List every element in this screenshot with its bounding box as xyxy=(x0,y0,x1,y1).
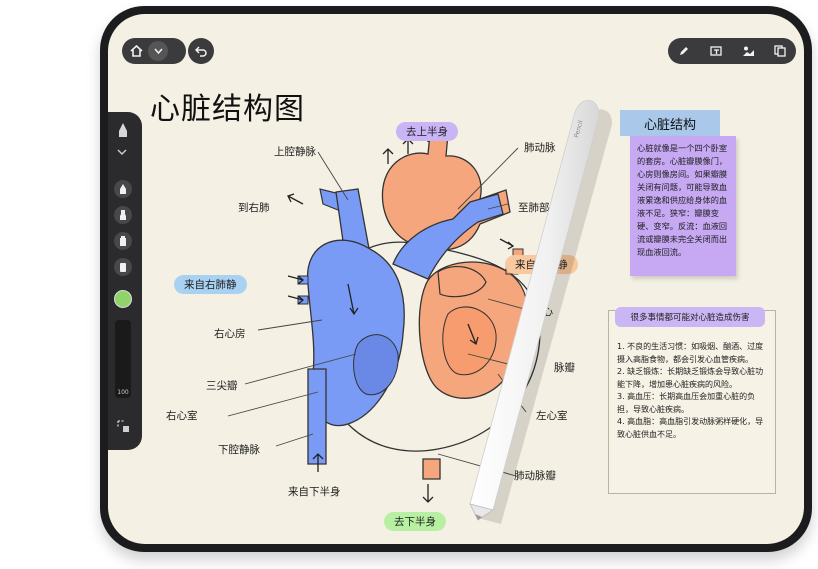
undo-icon xyxy=(195,45,207,57)
lasso-icon[interactable] xyxy=(116,418,130,437)
heart-diagram xyxy=(227,126,541,503)
list-item: 2. 缺乏锻炼：长期缺乏锻炼会导致心脏功能下降，增加患心脏疾病的风险。 xyxy=(617,367,764,389)
image-icon[interactable] xyxy=(736,39,760,63)
label-to-right-lung: 到右肺 xyxy=(238,202,270,214)
label-to-lung: 至肺部 xyxy=(518,202,550,214)
pencil-brand: Pencil xyxy=(573,119,584,138)
notes-screen: 100 心脏结构图 xyxy=(108,14,804,544)
card-list: 1. 不良的生活习惯：如吸烟、酗酒、过度摄入高脂食物，都会引发心血管疾病。 2.… xyxy=(617,341,769,441)
chevron-down-icon[interactable] xyxy=(148,41,168,61)
tag-upper-body: 去上半身 xyxy=(396,122,458,141)
label-pulmonary-artery: 肺动脉 xyxy=(524,142,556,154)
label-left-ventricle: 左心室 xyxy=(536,410,568,422)
label-ivc: 下腔静脉 xyxy=(218,444,260,456)
note-body: 心脏就像是一个四个卧室的套房。心脏瓣膜像门，心房则像房间。如果瓣膜关闭有问题，可… xyxy=(637,143,728,257)
home-icon[interactable] xyxy=(124,39,148,63)
marker-icon[interactable] xyxy=(114,180,132,198)
label-svc: 上腔静脉 xyxy=(274,146,316,158)
note-title[interactable]: 心脏结构 xyxy=(620,110,720,136)
drawing-tools-sidebar: 100 xyxy=(108,112,142,450)
tools-toolbar xyxy=(668,38,796,64)
pen-icon[interactable] xyxy=(672,39,696,63)
tag-right-pulmonary: 来自右肺静 xyxy=(174,275,247,294)
apple-pencil: Pencil xyxy=(469,99,612,524)
copy-icon[interactable] xyxy=(768,39,792,63)
home-menu[interactable] xyxy=(122,38,186,64)
size-slider[interactable]: 100 xyxy=(115,320,131,398)
undo-button[interactable] xyxy=(188,38,214,64)
chevron-down-icon[interactable] xyxy=(117,148,127,159)
label-right-atrium: 右心房 xyxy=(214,328,246,340)
tablet-frame: 100 心脏结构图 xyxy=(100,6,812,552)
eraser-icon[interactable] xyxy=(114,258,132,276)
pen-tip-icon[interactable] xyxy=(116,122,130,138)
size-value: 100 xyxy=(117,389,129,396)
color-swatch[interactable] xyxy=(114,290,132,308)
list-item: 3. 高血压：长期高血压会加重心脏的负担，导致心脏疾病。 xyxy=(617,392,756,414)
label-right-ventricle: 右心室 xyxy=(166,410,198,422)
page-title: 心脏结构图 xyxy=(150,92,305,127)
list-item: 4. 高血脂：高血脂引发动脉粥样硬化，导致心脏供血不足。 xyxy=(617,417,764,439)
label-from-lower: 来自下半身 xyxy=(288,486,341,498)
label-aortic-valve: 肺动脉瓣 xyxy=(514,470,556,482)
sticky-note[interactable]: 心脏就像是一个四个卧室的套房。心脏瓣膜像门，心房则像房间。如果瓣膜关闭有问题，可… xyxy=(630,136,736,276)
text-icon[interactable] xyxy=(704,39,728,63)
label-tricuspid: 三尖瓣 xyxy=(206,380,238,392)
info-card[interactable]: 很多事情都可能对心脏造成伤害 1. 不良的生活习惯：如吸烟、酗酒、过度摄入高脂食… xyxy=(608,307,776,494)
label-mitral-valve: 脉瓣 xyxy=(554,362,575,374)
tag-lower-body: 去下半身 xyxy=(384,512,446,531)
card-title: 很多事情都可能对心脏造成伤害 xyxy=(615,307,765,327)
highlighter-icon[interactable] xyxy=(114,232,132,250)
brush-icon[interactable] xyxy=(114,206,132,224)
list-item: 1. 不良的生活习惯：如吸烟、酗酒、过度摄入高脂食物，都会引发心血管疾病。 xyxy=(617,342,764,364)
